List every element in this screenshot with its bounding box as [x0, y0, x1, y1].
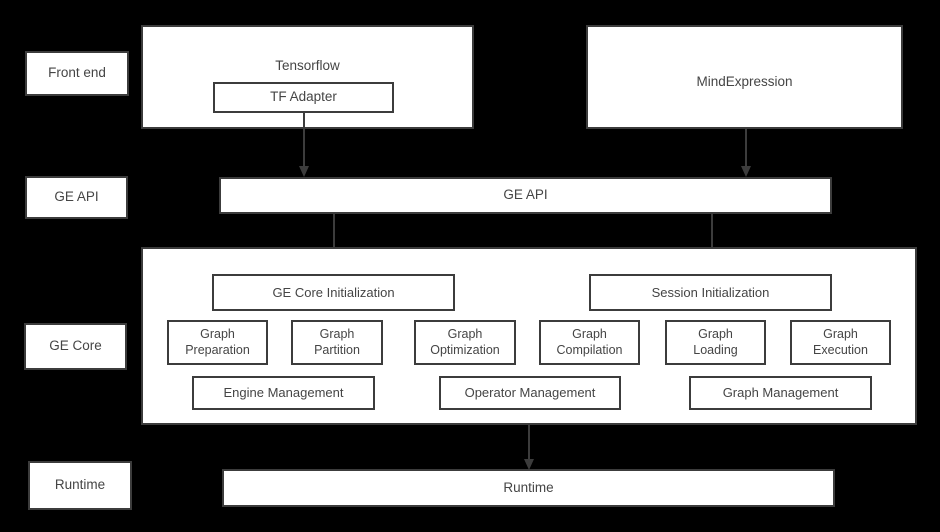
- module-graph-execution: Graph Execution: [790, 320, 891, 365]
- tier-label-runtime: Runtime: [28, 461, 132, 510]
- mindexpression-frame: MindExpression: [586, 25, 903, 129]
- tier-label-ge-api: GE API: [25, 176, 128, 219]
- mindexpression-title: MindExpression: [696, 74, 793, 89]
- ge-core-initialization-box: GE Core Initialization: [212, 274, 455, 311]
- ge-api-bar: GE API: [219, 177, 832, 214]
- manager-engine-management: Engine Management: [192, 376, 375, 410]
- manager-graph-management: Graph Management: [689, 376, 872, 410]
- module-graph-optimization: Graph Optimization: [414, 320, 516, 365]
- tier-label-front-end: Front end: [25, 51, 129, 96]
- tier-label-ge-core: GE Core: [24, 323, 127, 370]
- runtime-bar: Runtime: [222, 469, 835, 507]
- tf-adapter-box: TF Adapter: [213, 82, 394, 113]
- manager-operator-management: Operator Management: [439, 376, 621, 410]
- module-graph-preparation: Graph Preparation: [167, 320, 268, 365]
- module-graph-compilation: Graph Compilation: [539, 320, 640, 365]
- tensorflow-frame: Tensorflow: [141, 25, 474, 129]
- module-graph-loading: Graph Loading: [665, 320, 766, 365]
- tensorflow-title: Tensorflow: [275, 58, 340, 73]
- module-graph-partition: Graph Partition: [291, 320, 383, 365]
- session-initialization-box: Session Initialization: [589, 274, 832, 311]
